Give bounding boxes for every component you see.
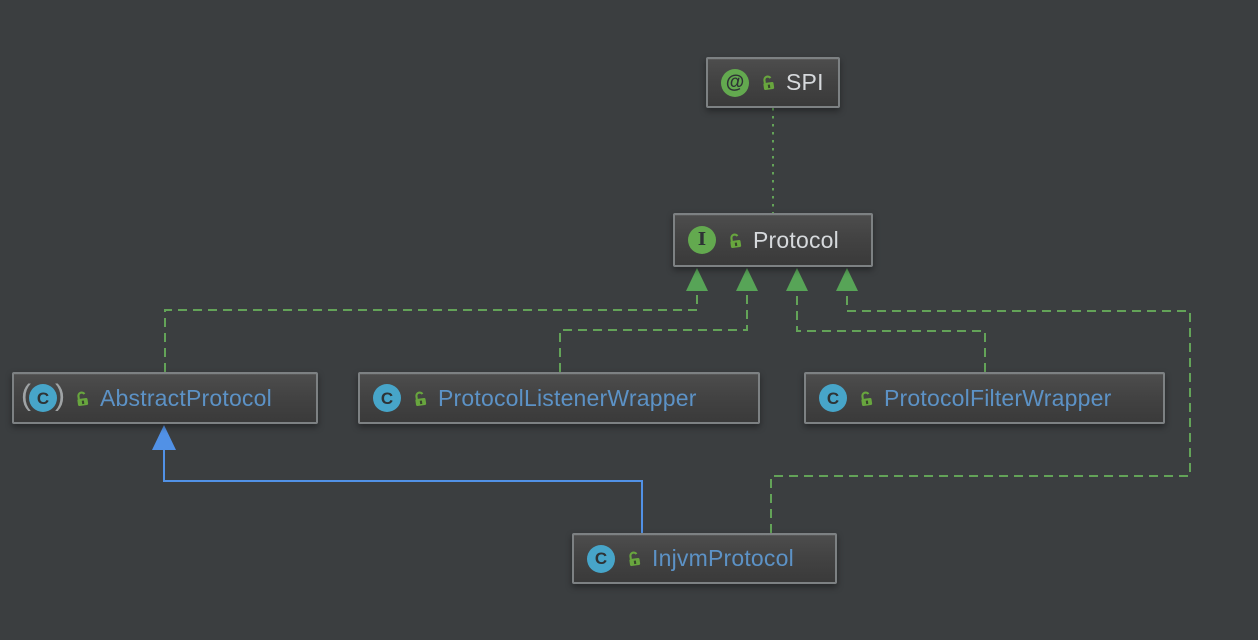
class-icon-letter: C <box>380 388 394 408</box>
annotation-icon-letter: @ <box>725 72 745 93</box>
public-lock-icon <box>415 391 427 406</box>
class-icon-letter: C <box>36 388 50 408</box>
inheritance-arrowhead <box>152 425 176 450</box>
realization-edge-line <box>796 291 986 372</box>
class-icon: C <box>587 544 615 573</box>
public-lock-icon <box>77 391 89 406</box>
node-protocol[interactable]: I Protocol <box>673 213 873 267</box>
edge-realization-protocollistenerwrapper-to-protocol[interactable] <box>559 268 758 372</box>
node-injvmprotocol[interactable]: C InjvmProtocol <box>572 533 837 584</box>
abstract-paren-right: ) <box>55 379 65 412</box>
inheritance-edge-line <box>163 450 643 533</box>
node-protocollistenerwrapper[interactable]: C ProtocolListenerWrapper <box>358 372 760 424</box>
public-lock-icon <box>629 551 641 567</box>
class-icon-letter: C <box>594 549 608 568</box>
class-icon-letter: C <box>826 388 840 408</box>
realization-arrowhead <box>836 268 858 291</box>
node-label-spi: SPI <box>786 69 824 95</box>
node-spi[interactable]: @ SPI <box>706 57 840 108</box>
realization-edge-line <box>770 291 1191 533</box>
interface-icon-letter: I <box>697 229 707 250</box>
node-label-protocol: Protocol <box>753 226 839 253</box>
realization-edge-line <box>559 291 748 372</box>
node-label-protocolfilterwrapper: ProtocolFilterWrapper <box>884 384 1112 411</box>
interface-icon: I <box>688 226 716 254</box>
node-label-injvmprotocol: InjvmProtocol <box>652 545 794 571</box>
node-protocolfilterwrapper[interactable]: C ProtocolFilterWrapper <box>804 372 1165 424</box>
public-lock-icon <box>861 391 873 406</box>
node-label-protocollistenerwrapper: ProtocolListenerWrapper <box>438 384 697 411</box>
realization-arrowhead <box>686 268 708 291</box>
edge-realization-injvmprotocol-to-protocol[interactable] <box>770 268 1191 533</box>
public-lock-icon <box>730 233 742 248</box>
edge-inheritance-injvmprotocol-to-abstractprotocol[interactable] <box>152 425 643 533</box>
annotation-icon: @ <box>721 68 749 97</box>
class-icon: C <box>819 384 847 412</box>
edge-realization-protocolfilterwrapper-to-protocol[interactable] <box>786 268 986 372</box>
class-icon: C <box>373 384 401 412</box>
realization-edge-line <box>164 291 698 372</box>
node-abstractprotocol[interactable]: ( C ) AbstractProtocol <box>12 372 318 424</box>
realization-arrowhead <box>736 268 758 291</box>
public-lock-icon <box>763 75 775 91</box>
abstract-class-icon: ( C ) <box>21 379 65 412</box>
realization-arrowhead <box>786 268 808 291</box>
edge-realization-abstractprotocol-to-protocol[interactable] <box>164 268 708 372</box>
node-label-abstractprotocol: AbstractProtocol <box>100 384 272 411</box>
abstract-paren-left: ( <box>21 379 31 412</box>
